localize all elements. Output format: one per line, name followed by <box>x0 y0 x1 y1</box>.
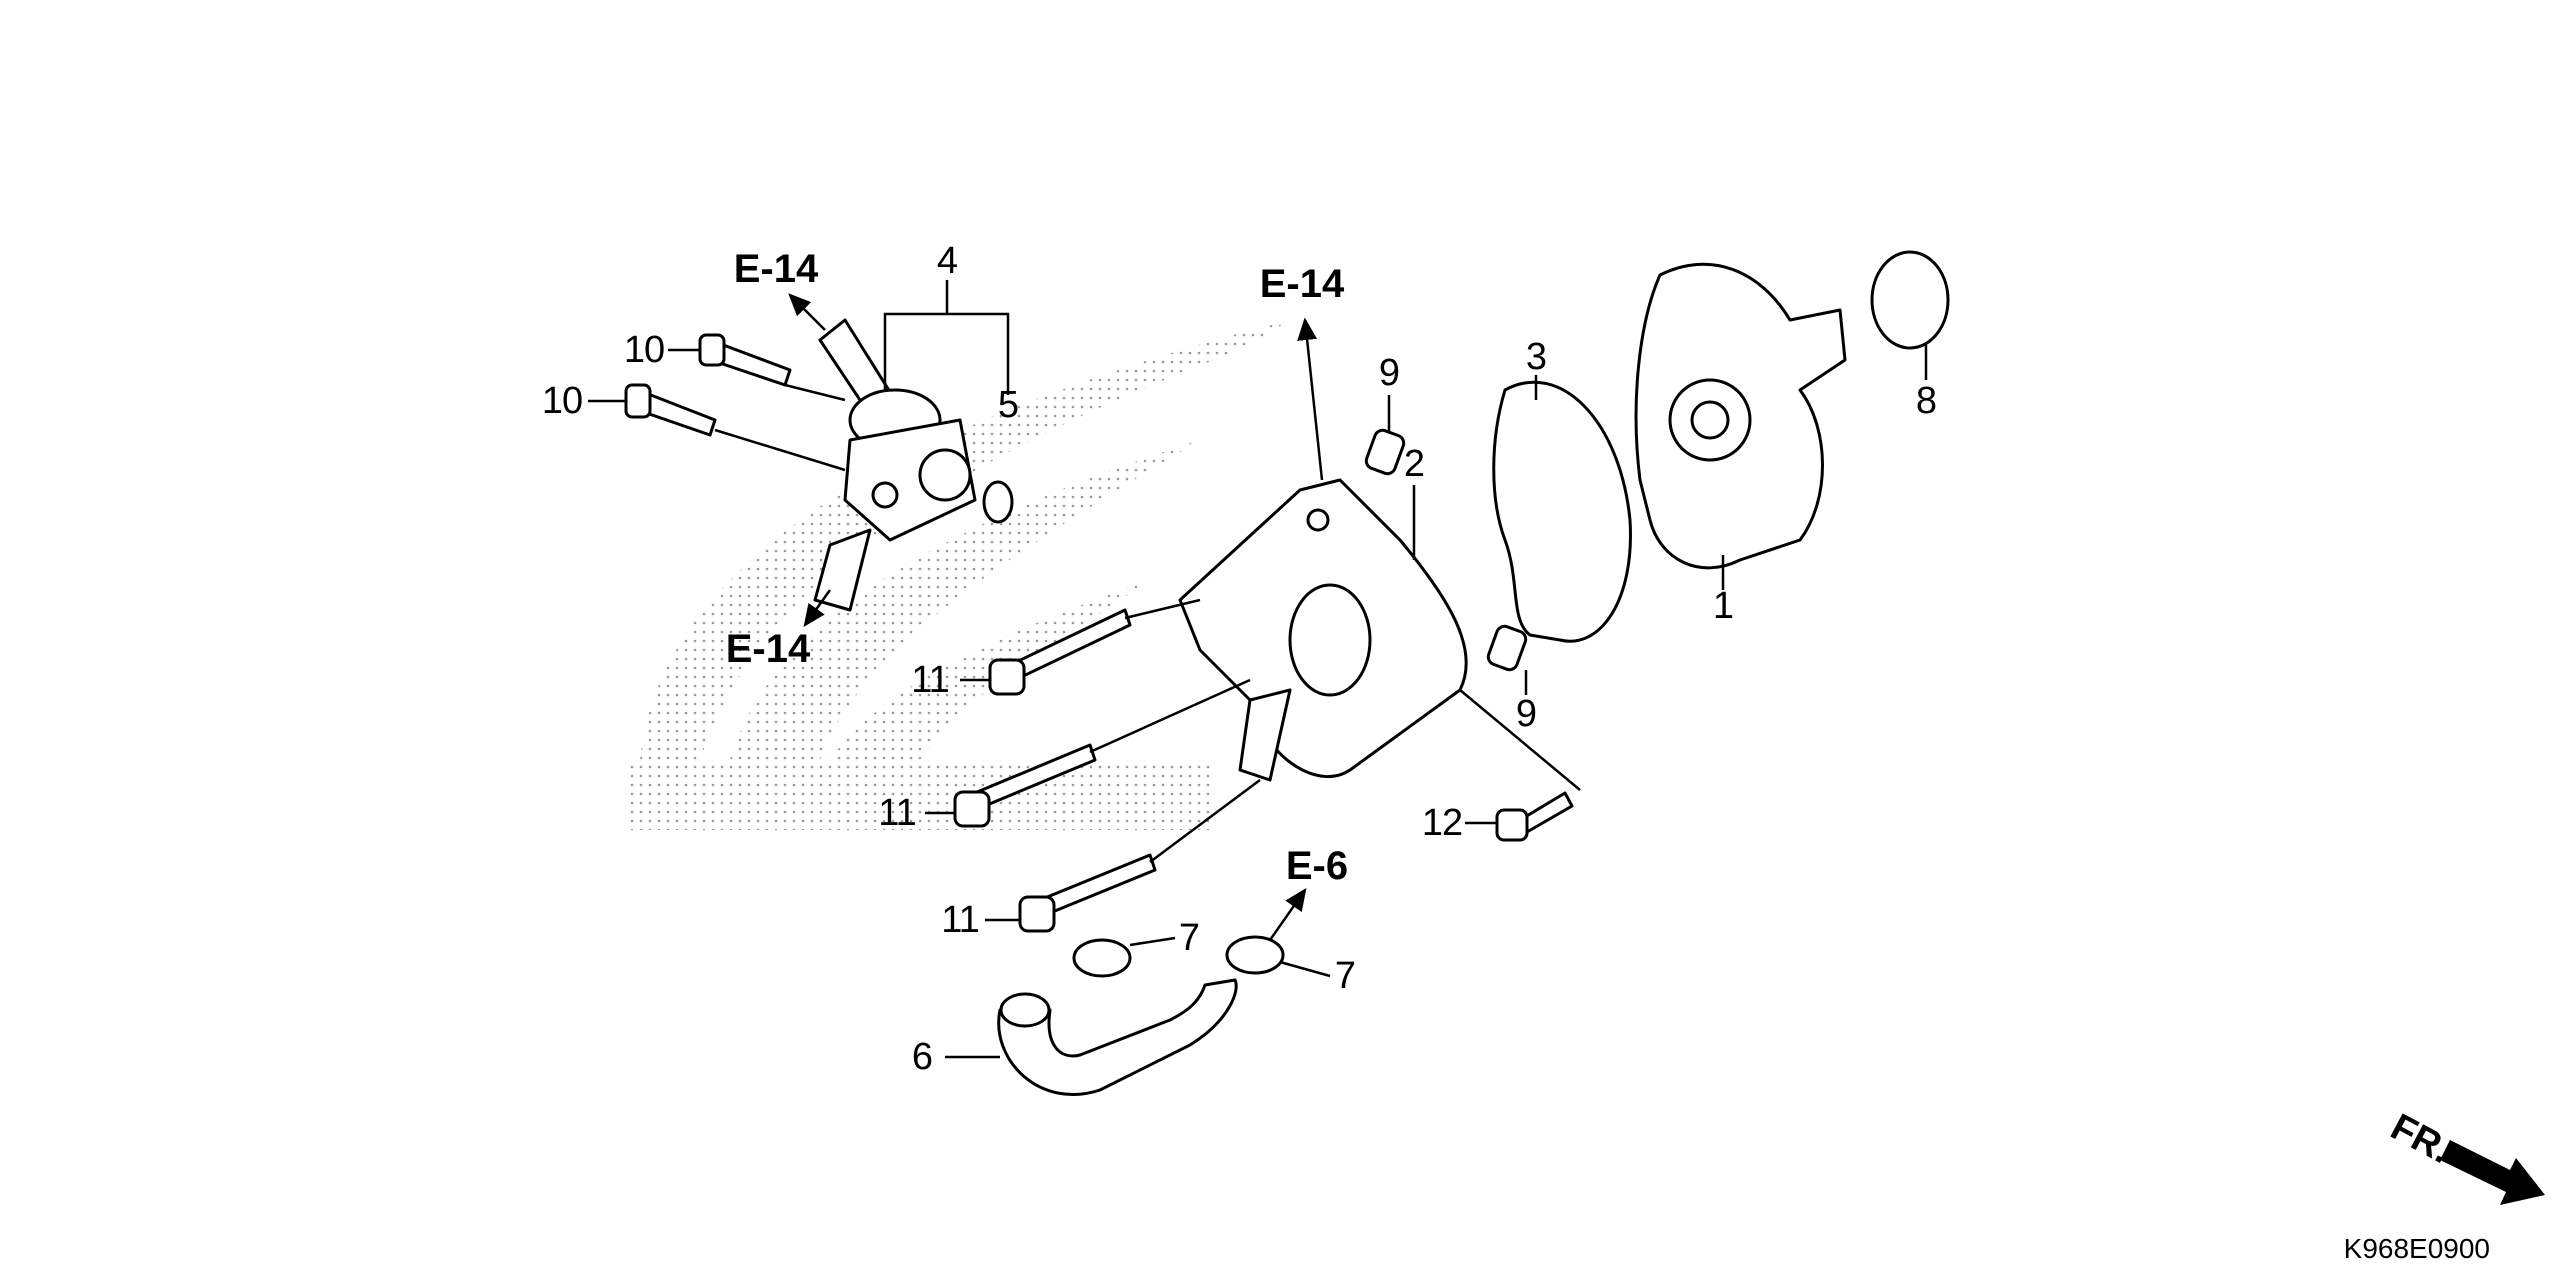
part-1-pump <box>1634 262 1847 570</box>
callout-5[interactable]: 5 <box>997 384 1019 426</box>
part-9b-collar <box>1486 624 1528 672</box>
callout-4[interactable]: 4 <box>936 240 958 282</box>
leader-lines <box>588 280 1928 1059</box>
front-arrow-icon <box>2440 1140 2545 1205</box>
ref-e14-center[interactable]: E-14 <box>1259 262 1345 306</box>
ref-e14-bottom-left[interactable]: E-14 <box>725 627 811 671</box>
callout-11b[interactable]: 11 <box>878 792 916 834</box>
part-4-valve <box>813 318 977 612</box>
part-8-oring <box>1870 250 1950 350</box>
part-2-cover <box>1178 478 1468 782</box>
callout-9a[interactable]: 9 <box>1378 352 1400 394</box>
callout-8[interactable]: 8 <box>1915 380 1937 422</box>
clamp-7a <box>1072 938 1132 978</box>
callout-12[interactable]: 12 <box>1421 802 1463 844</box>
part-6-hose <box>997 978 1238 1096</box>
callout-1[interactable]: 1 <box>1712 585 1734 627</box>
bolt-11c <box>1018 853 1157 933</box>
callout-10b[interactable]: 10 <box>541 380 583 422</box>
ref-e6[interactable]: E-6 <box>1285 844 1349 888</box>
callout-3[interactable]: 3 <box>1525 336 1547 378</box>
bolt-12 <box>1495 791 1574 842</box>
bolt-11b <box>953 743 1097 828</box>
clamp-7b <box>1225 935 1285 975</box>
honda-watermark <box>630 320 1290 830</box>
part-3-gasket <box>1492 380 1632 643</box>
bolt-10b <box>624 383 717 437</box>
ref-e14-top-left[interactable]: E-14 <box>733 247 819 291</box>
callout-11a[interactable]: 11 <box>911 659 949 701</box>
callout-11c[interactable]: 11 <box>941 899 979 941</box>
bolt-10a <box>698 333 792 387</box>
callout-6[interactable]: 6 <box>911 1036 933 1078</box>
callout-2[interactable]: 2 <box>1403 443 1425 485</box>
part-9a-collar <box>1364 428 1406 476</box>
callout-10a[interactable]: 10 <box>623 329 665 371</box>
callout-7a[interactable]: 7 <box>1178 917 1200 959</box>
diagram-code: K968E0900 <box>2343 1233 2490 1264</box>
callout-7b[interactable]: 7 <box>1334 955 1356 997</box>
part-5-oring <box>982 480 1014 524</box>
callout-9b[interactable]: 9 <box>1515 693 1537 735</box>
bolt-11a <box>988 608 1132 696</box>
